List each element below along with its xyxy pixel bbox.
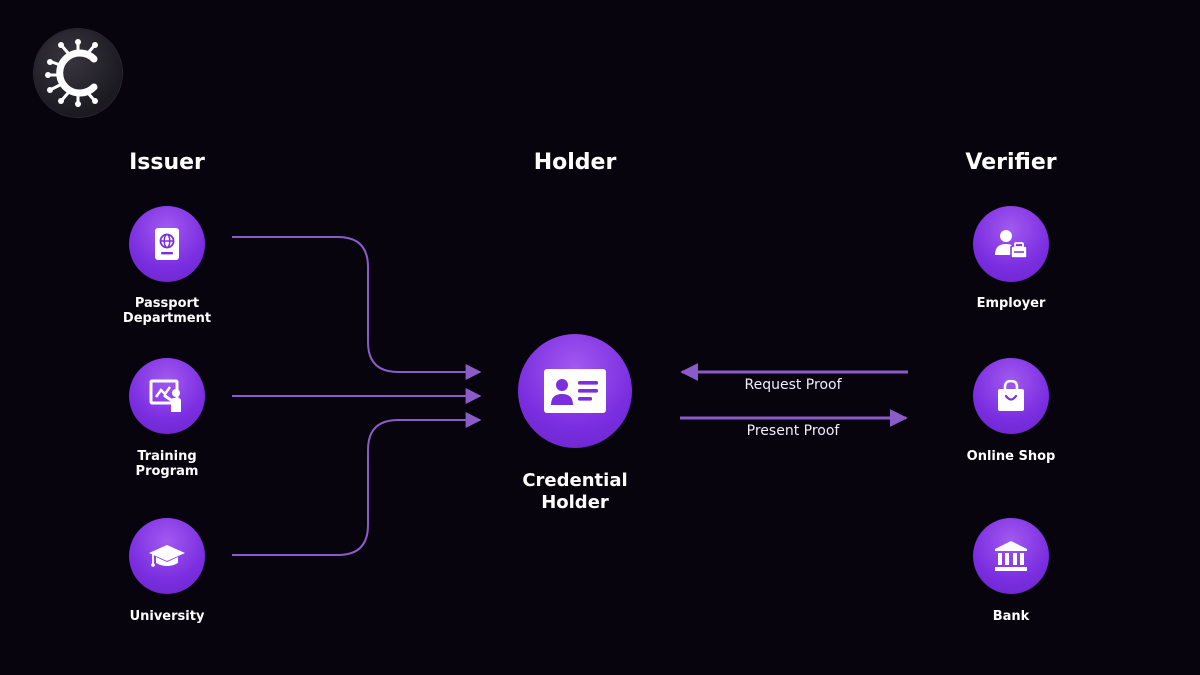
bank-icon <box>995 541 1027 571</box>
issuer-passport-label-line2: Department <box>122 311 212 326</box>
id-card-icon <box>544 369 606 413</box>
credential-holder-label: Credential Holder <box>475 470 675 514</box>
brand-logo <box>34 29 122 117</box>
issuer-university-node <box>129 518 205 594</box>
issuer-passport-label-line1: Passport <box>134 296 200 311</box>
verifier-bank-label: Bank <box>992 609 1030 624</box>
logo-mark-icon <box>45 39 98 107</box>
verifier-online-shop-label: Online Shop <box>966 449 1056 464</box>
present-proof-label: Present Proof <box>746 423 840 439</box>
employer-icon <box>995 230 1028 259</box>
shopping-bag-icon <box>998 380 1024 411</box>
passport-icon <box>155 228 179 260</box>
issuer-column-title: Issuer <box>129 150 205 175</box>
credential-holder-node <box>518 334 632 448</box>
issuer-training-node <box>129 358 205 434</box>
holder-column-title: Holder <box>533 150 617 175</box>
issuer-passport-node <box>129 206 205 282</box>
verifier-online-shop-node <box>973 358 1049 434</box>
verifier-column-title: Verifier <box>965 150 1057 175</box>
training-icon <box>149 379 181 412</box>
issuer-university-label: University <box>129 609 205 624</box>
issuer-training-label: Training Program <box>87 449 247 479</box>
verifier-bank-node <box>973 518 1049 594</box>
issuer-passport-label: Passport Department <box>87 296 247 326</box>
issuer-training-label-line2: Program <box>135 464 199 479</box>
arrow-university-to-holder <box>232 412 482 556</box>
arrow-passport-to-holder <box>232 236 482 380</box>
credential-holder-label-line2: Holder <box>541 492 609 513</box>
verifier-employer-label: Employer <box>976 296 1046 311</box>
credential-holder-label-line1: Credential <box>522 470 628 491</box>
verifier-employer-node <box>973 206 1049 282</box>
issuer-training-label-line1: Training <box>137 449 197 464</box>
graduation-cap-icon <box>149 545 185 567</box>
request-proof-label: Request Proof <box>744 377 842 393</box>
